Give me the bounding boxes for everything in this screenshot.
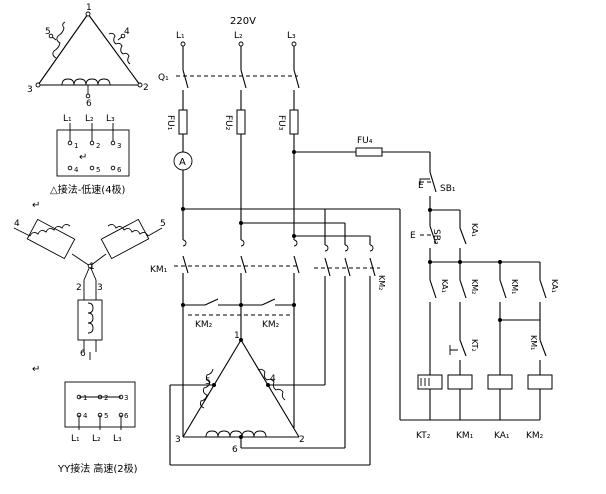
km1-main-label: KM₁ [150, 265, 168, 275]
delta-box-t2: 2 [96, 142, 100, 150]
delta-caption: △接法-低速(4极) [50, 183, 126, 196]
motor-num-4: 4 [270, 374, 276, 384]
q1-label: Q₁ [158, 73, 169, 83]
fu3-label: FU₃ [276, 115, 286, 131]
km1-coil [447, 374, 473, 390]
km2-short-label-b: KM₂ [262, 320, 280, 330]
delta-connection-view: 1 3 2 5 4 6 L₁ L₂ L₃ 1 2 3 ↵ 4 5 6 [27, 3, 149, 211]
yy-box-t1: 1 [83, 394, 87, 402]
yy-num-6: 6 [80, 349, 86, 359]
motor-num-1: 1 [234, 331, 240, 341]
rung1-ka1-label: KA₁ [440, 279, 449, 293]
yy-box-l1-label: L₁ [71, 434, 80, 444]
delta-box-t4: 4 [74, 166, 79, 174]
delta-vertex-2-label: 2 [143, 83, 149, 93]
fu1-label: FU₁ [165, 115, 175, 131]
yy-box-t6: 6 [124, 412, 129, 420]
yy-box-t3: 3 [124, 394, 128, 402]
sb1-label: SB₁ [440, 184, 456, 194]
delta-box-l2-label: L₂ [85, 114, 94, 124]
fu4-label: FU₄ [357, 136, 373, 146]
yy-connection-view: 4 5 1 2 3 6 ↵ 1 2 3 4 5 6 L₁ L₂ L₃ [13, 218, 166, 475]
delta-box-l3-label: L₃ [106, 114, 115, 124]
kt2-coil [417, 374, 443, 390]
delta-mid-5-label: 5 [45, 27, 51, 37]
yy-box-l3-label: L₃ [113, 434, 122, 444]
km2-coil [527, 374, 553, 390]
km2-coil-label: KM₂ [526, 431, 544, 441]
delta-box-mark: ↵ [79, 152, 87, 163]
supply-l3-label: L₃ [287, 31, 296, 41]
sb2-label: SB₂ [431, 229, 441, 245]
main-power-circuit: 220V L₁ L₂ L₃ Q₁ FU₁ FU₂ FU₃ A [150, 16, 386, 466]
delta-vertex-3-label: 3 [27, 85, 33, 95]
km2-short-label-a: KM₂ [195, 320, 213, 330]
supply-l2-label: L₂ [234, 31, 243, 41]
ka1-hold-label: KA₁ [470, 223, 479, 237]
motor-num-6: 6 [232, 445, 238, 455]
yy-terminal-box: 1 2 3 4 5 6 L₁ L₂ L₃ [64, 381, 136, 444]
ammeter-label: A [179, 157, 186, 168]
delta-winding-triangle [35, 11, 143, 99]
sb2-e-mark: E [410, 231, 416, 241]
supply-l1-label: L₁ [176, 31, 185, 41]
motor-num-2: 2 [299, 435, 305, 445]
delta-return-mark: ↵ [32, 200, 40, 211]
delta-mid-6-label: 6 [86, 99, 92, 109]
yy-box-t2: 2 [104, 394, 108, 402]
yy-num-2: 2 [76, 283, 82, 293]
ka1-coil [487, 374, 513, 390]
yy-num-3: 3 [97, 283, 103, 293]
ka1-coil-label: KA₁ [494, 431, 510, 441]
km1-coil-label: KM₁ [456, 431, 474, 441]
delta-box-t1: 1 [74, 142, 78, 150]
supply-voltage-label: 220V [230, 16, 256, 27]
rung3-km1-label: KM₁ [510, 279, 519, 294]
delta-box-t5: 5 [96, 166, 100, 174]
yy-num-4: 4 [14, 219, 20, 229]
rung2-km2-label: KM₂ [470, 279, 479, 294]
fu2-label: FU₂ [223, 115, 233, 131]
yy-box-t4: 4 [83, 412, 88, 420]
delta-mid-4-label: 4 [124, 27, 130, 37]
delta-box-l1-label: L₁ [63, 114, 72, 124]
motor-winding-delta [182, 338, 300, 439]
yy-return-mark: ↵ [32, 364, 40, 375]
delta-vertex-1-label: 1 [86, 3, 92, 13]
delta-box-t6: 6 [117, 166, 122, 174]
sb1-e-mark: E [418, 181, 424, 191]
yy-box-t5: 5 [104, 412, 108, 420]
delta-terminal-box: L₁ L₂ L₃ 1 2 3 ↵ 4 5 6 [56, 114, 130, 177]
rung2-kt2-label: KT₂ [470, 339, 479, 352]
kt2-coil-label: KT₂ [416, 431, 431, 441]
motor-num-5: 5 [205, 377, 211, 387]
control-circuit: FU₄ E SB₁ E SB₂ KA₁ KA₁ [294, 136, 559, 441]
delta-box-t3: 3 [117, 142, 121, 150]
motor-num-3: 3 [175, 435, 181, 445]
km2-main-label: KM₂ [377, 275, 386, 290]
rung4-ka1-label: KA₁ [550, 279, 559, 293]
yy-num-5: 5 [160, 219, 166, 229]
yy-caption: YY接法 高速(2极) [57, 462, 138, 475]
yy-winding-star [13, 218, 163, 360]
rung4-km1-label: KM₁ [529, 335, 538, 350]
yy-num-1: 1 [89, 262, 95, 272]
yy-box-l2-label: L₂ [92, 434, 101, 444]
